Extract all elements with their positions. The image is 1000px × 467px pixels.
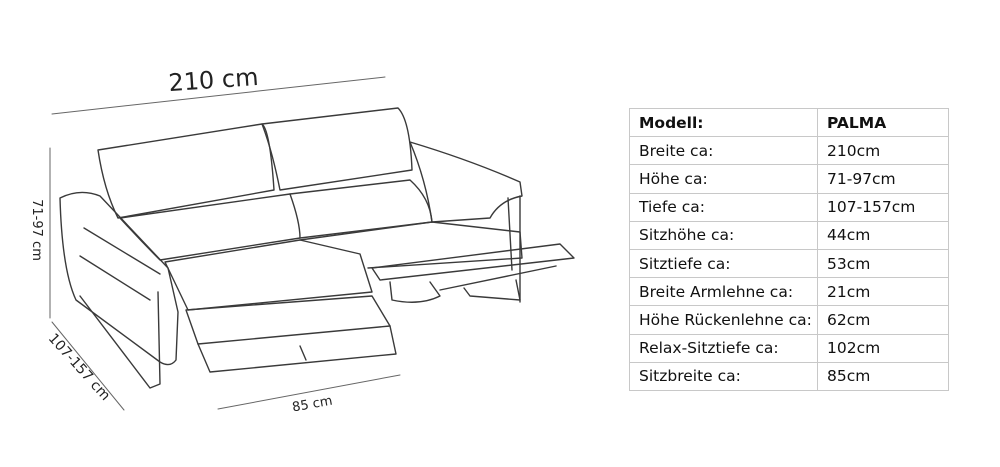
spec-header-label: Modell:	[629, 107, 818, 138]
spec-row: Relax-Sitztiefe ca: 102cm	[629, 333, 949, 363]
spec-row: Tiefe ca: 107-157cm	[629, 192, 949, 222]
spec-value: 107-157cm	[817, 192, 949, 222]
spec-value: 210cm	[817, 136, 949, 166]
spec-label: Sitztiefe ca:	[629, 248, 818, 279]
spec-label: Relax-Sitztiefe ca:	[629, 333, 818, 363]
spec-row: Höhe ca: 71-97cm	[629, 164, 949, 194]
spec-value: 62cm	[817, 305, 949, 335]
spec-label: Breite Armlehne ca:	[629, 277, 818, 307]
spec-value: 53cm	[817, 248, 949, 279]
width-dimension-line	[51, 76, 386, 115]
spec-value: 21cm	[817, 277, 949, 307]
spec-row: Höhe Rückenlehne ca: 62cm	[629, 305, 949, 335]
spec-row: Sitzhöhe ca: 44cm	[629, 220, 949, 250]
width-label: 210 cm	[168, 63, 260, 97]
spec-value: 102cm	[817, 333, 949, 363]
spec-label: Sitzbreite ca:	[629, 361, 818, 391]
spec-value: 85cm	[817, 361, 949, 391]
depth-label: 107-157 cm	[45, 331, 113, 404]
spec-row: Breite ca: 210cm	[629, 136, 949, 166]
height-label: 71-97 cm	[29, 199, 44, 261]
spec-label: Sitzhöhe ca:	[629, 220, 818, 250]
spec-label: Tiefe ca:	[629, 192, 818, 222]
seat-width-dimension-line	[217, 374, 401, 410]
spec-value: 71-97cm	[817, 164, 949, 194]
spec-table: Modell: PALMA Breite ca: 210cm Höhe ca: …	[629, 107, 949, 391]
spec-label: Höhe ca:	[629, 164, 818, 194]
spec-label: Breite ca:	[629, 136, 818, 166]
spec-header-value: PALMA	[817, 107, 949, 138]
depth-dimension-line	[51, 321, 125, 411]
sofa-diagram: 210 cm 71-97 cm 107-157 cm 85 cm	[29, 63, 575, 416]
spec-row: Sitztiefe ca: 53cm	[629, 248, 949, 279]
seat-width-label: 85 cm	[291, 394, 333, 416]
spec-row: Breite Armlehne ca: 21cm	[629, 277, 949, 307]
spec-header-row: Modell: PALMA	[629, 107, 949, 138]
spec-value: 44cm	[817, 220, 949, 250]
spec-label: Höhe Rückenlehne ca:	[629, 305, 818, 335]
sofa-outline	[59, 107, 575, 389]
spec-row: Sitzbreite ca: 85cm	[629, 361, 949, 391]
